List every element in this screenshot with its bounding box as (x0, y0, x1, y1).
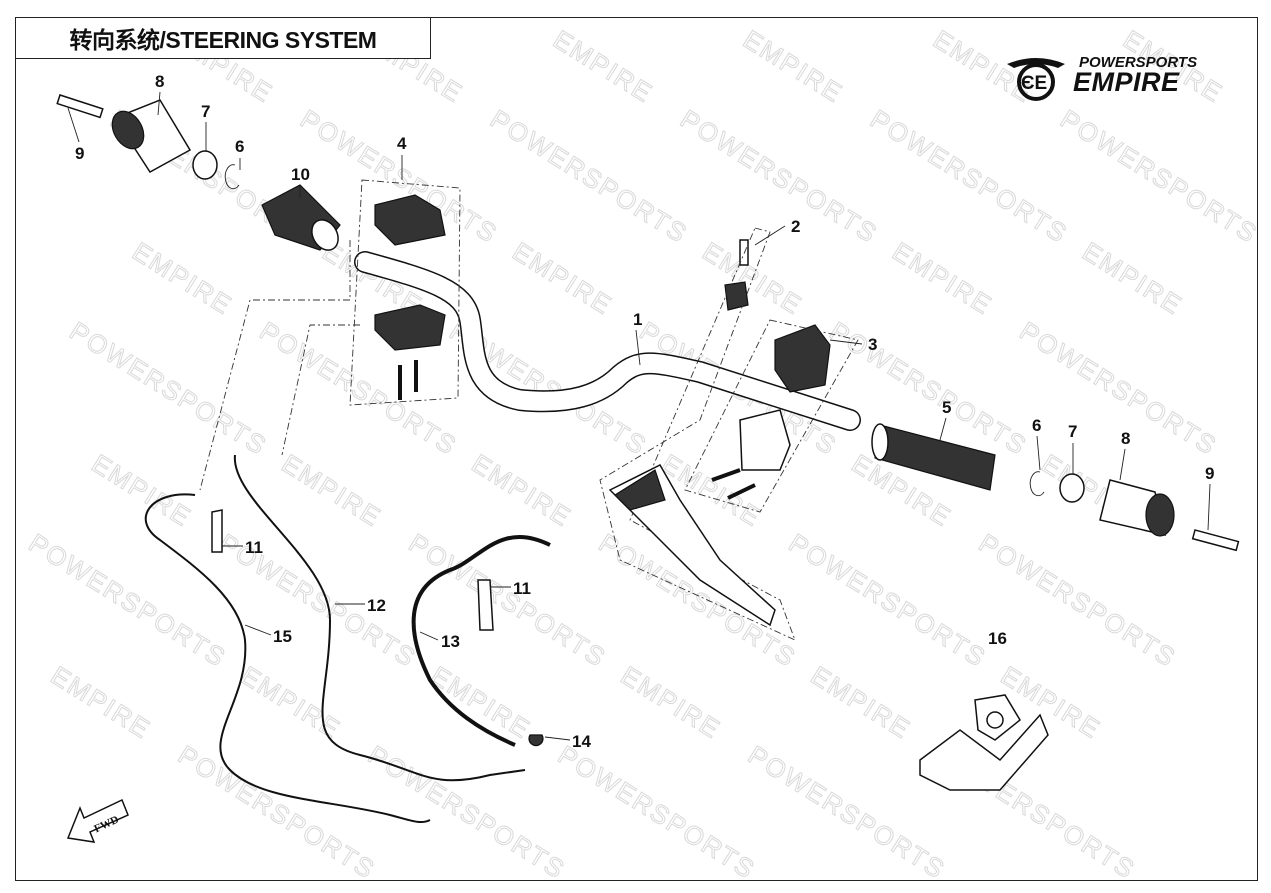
callout-4: 4 (397, 134, 407, 153)
cable-end-14[interactable] (528, 734, 544, 747)
title-box: 转向系统/STEERING SYSTEM (15, 17, 431, 59)
clip-11-left[interactable] (211, 509, 223, 553)
callout-10: 10 (291, 165, 310, 184)
callout-2: 2 (791, 217, 800, 236)
cable-12[interactable] (233, 454, 526, 782)
group-box-3 (684, 319, 859, 513)
svg-text:ЄE: ЄE (1021, 73, 1047, 94)
callout-9-left: 9 (75, 144, 84, 163)
callout-12: 12 (367, 596, 386, 615)
bolt-9-right[interactable] (1191, 529, 1240, 552)
cable-15[interactable] (144, 493, 431, 824)
clip-11-right[interactable] (477, 579, 494, 631)
callout-14: 14 (572, 732, 591, 751)
group-box-4 (349, 179, 461, 406)
clamp-2[interactable] (724, 281, 749, 311)
brand-logo: ЄE POWERSPORTS EMPIRE (1003, 52, 1233, 102)
callout-15: 15 (273, 627, 292, 646)
callout-6-left: 6 (235, 137, 244, 156)
callout-6-right: 6 (1032, 416, 1041, 435)
callout-8-left: 8 (155, 72, 164, 91)
cable-13[interactable] (411, 534, 551, 747)
callout-9-right: 9 (1205, 464, 1214, 483)
callout-13: 13 (441, 632, 460, 651)
callout-1: 1 (633, 310, 642, 329)
switch-housing-4-lower[interactable] (374, 304, 446, 351)
group-box-lever (599, 227, 796, 641)
callout-16: 16 (988, 629, 1007, 648)
switch-housing-3-upper[interactable] (774, 324, 831, 393)
switch-housing-3-lower[interactable] (739, 409, 791, 471)
page-title: 转向系统/STEERING SYSTEM (69, 27, 377, 53)
circlip-6-left[interactable] (224, 164, 240, 190)
logo-line2: EMPIRE (1073, 67, 1180, 97)
logo-line1: POWERSPORTS (1079, 54, 1198, 71)
brake-lever[interactable] (608, 464, 776, 627)
switch-housing-4-upper[interactable] (374, 194, 446, 246)
callout-8-right: 8 (1121, 429, 1130, 448)
callout-7-right: 7 (1068, 422, 1077, 441)
bolt-2[interactable] (739, 239, 749, 266)
callout-5: 5 (942, 398, 951, 417)
collar-7-right[interactable] (1059, 473, 1085, 503)
logo-emblem-icon: ЄE (1007, 58, 1065, 101)
diagram-frame (15, 17, 1258, 881)
grip-5[interactable] (874, 424, 996, 491)
callout-7-left: 7 (201, 102, 210, 121)
collar-7-left[interactable] (192, 150, 218, 180)
fwd-arrow-icon: FWD (66, 798, 129, 843)
callout-3: 3 (868, 335, 877, 354)
circlip-6-right[interactable] (1029, 471, 1045, 497)
bolt-9-left[interactable] (56, 94, 104, 119)
callout-11-right: 11 (513, 579, 531, 598)
bracket-16[interactable] (919, 713, 1049, 791)
callout-11-left: 11 (245, 538, 263, 557)
